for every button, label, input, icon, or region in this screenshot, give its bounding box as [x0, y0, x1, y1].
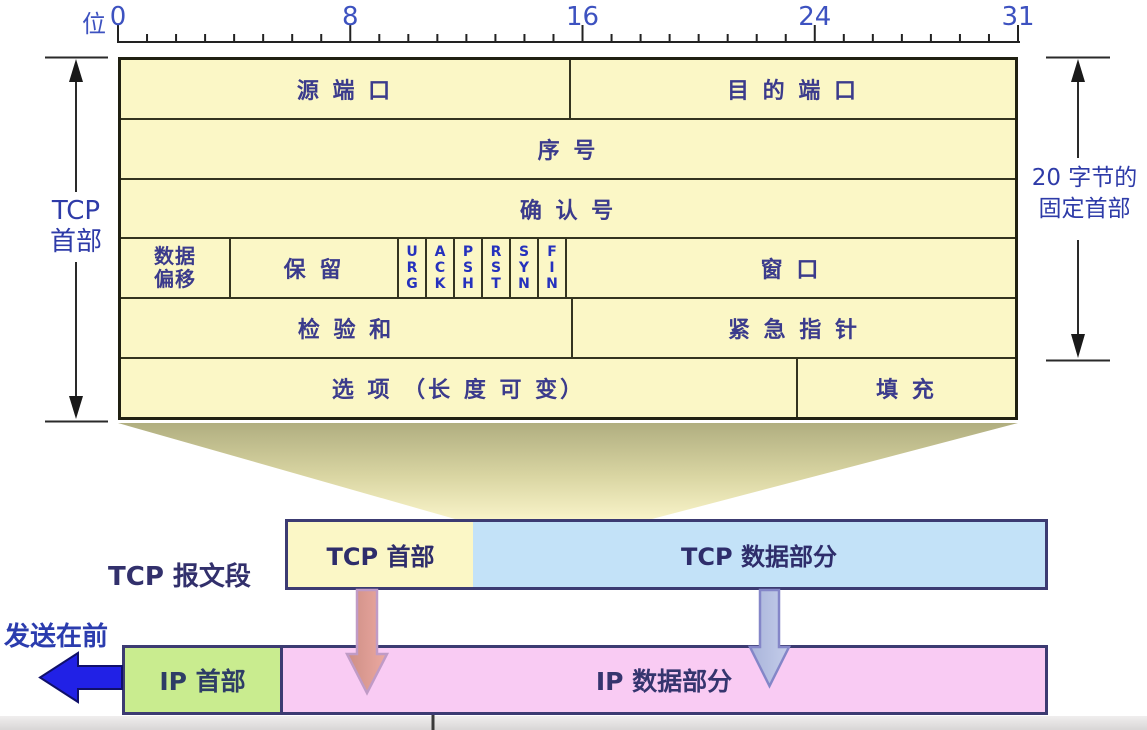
ack-number-cell: 确 认 号	[519, 198, 617, 224]
source-port-cell: 源 端 口	[121, 60, 571, 118]
ruler-tick-label: 0	[109, 2, 127, 32]
dest-port-cell: 目 的 端 口	[727, 78, 859, 104]
tcp-segment-header-cell: TCP 首部	[288, 522, 473, 587]
flag-urg: URG	[404, 244, 420, 293]
flag-fin-cell: FIN	[539, 239, 567, 298]
urgent-pointer-cell: 紧 急 指 针	[728, 318, 860, 344]
sequence-cell: 序 号	[537, 138, 599, 164]
flag-syn-cell: SYN	[511, 239, 539, 298]
tcp-header-to-ip-arrow	[344, 588, 390, 696]
data-offset-line2: 偏移	[154, 267, 196, 292]
row-ports: 源 端 口 目 的 端 口	[121, 60, 1015, 120]
tcp-segment-bar: TCP 首部 TCP 数据部分	[285, 519, 1048, 590]
row-sequence: 序 号	[121, 120, 1015, 180]
bit-ruler	[117, 25, 1020, 43]
row-flags: 数据 偏移 保 留 URG ACK PSH RST SYN FIN 窗 口	[121, 239, 1015, 300]
tcp-header-measure-arrow	[45, 56, 108, 423]
row-options: 选 项 （长 度 可 变） 填 充	[121, 359, 1015, 417]
flag-rst: RST	[488, 244, 504, 293]
row-ack: 确 认 号	[121, 180, 1015, 240]
fixed-header-side-label-line1: 20 字节的	[1031, 165, 1138, 191]
ip-header-cell: IP 首部	[125, 648, 283, 712]
flag-psh-cell: PSH	[455, 239, 483, 298]
ruler-tick-label: 24	[798, 2, 832, 32]
reserved-cell: 保 留	[231, 239, 399, 298]
tcp-segment-label: TCP 报文段	[108, 562, 251, 592]
fixed-header-side-label-line2: 固定首部	[1038, 196, 1131, 223]
funnel-shape	[118, 423, 1018, 519]
tcp-header-side-label: TCP 首部	[40, 196, 112, 258]
ruler-tick-label: 31	[1001, 2, 1035, 32]
data-offset-cell: 数据 偏移	[121, 239, 231, 298]
tcp-data-to-ip-arrow	[747, 588, 792, 689]
options-cell: 选 项 （长 度 可 变）	[121, 359, 798, 417]
tcp-segment-data-cell: TCP 数据部分	[473, 522, 1045, 587]
ip-data-cell: IP 数据部分	[283, 648, 1045, 712]
flag-fin: FIN	[544, 244, 560, 293]
checksum-cell: 检 验 和	[121, 299, 573, 358]
padding-cell: 填 充	[876, 378, 937, 404]
send-first-label: 发送在前	[4, 622, 109, 652]
data-offset-line1: 数据	[154, 244, 196, 269]
flag-ack-cell: ACK	[427, 239, 455, 298]
tcp-header-table: 源 端 口 目 的 端 口 序 号 确 认 号 数据 偏移 保 留 URG AC…	[118, 57, 1018, 420]
ip-datagram-bar: IP 首部 IP 数据部分	[122, 645, 1048, 715]
fixed-header-measure-arrow	[1046, 56, 1110, 362]
bottom-gray-strip	[0, 716, 1147, 730]
ruler-tick-label: 16	[565, 2, 600, 32]
flag-urg-cell: URG	[399, 239, 427, 298]
ruler-tick-label: 8	[341, 2, 359, 32]
window-cell: 窗 口	[760, 258, 822, 284]
flag-syn: SYN	[516, 244, 532, 293]
bit-unit-label: 位	[82, 10, 106, 38]
tcp-header-side-label-line1: TCP	[51, 196, 101, 226]
flag-ack: ACK	[432, 244, 448, 293]
send-direction-arrow	[38, 651, 123, 704]
fixed-header-side-label: 20 字节的 固定首部	[1022, 163, 1147, 225]
tcp-header-side-label-line2: 首部	[49, 227, 102, 258]
row-checksum: 检 验 和 紧 急 指 针	[121, 299, 1015, 360]
flag-psh: PSH	[460, 244, 476, 293]
flag-rst-cell: RST	[483, 239, 511, 298]
